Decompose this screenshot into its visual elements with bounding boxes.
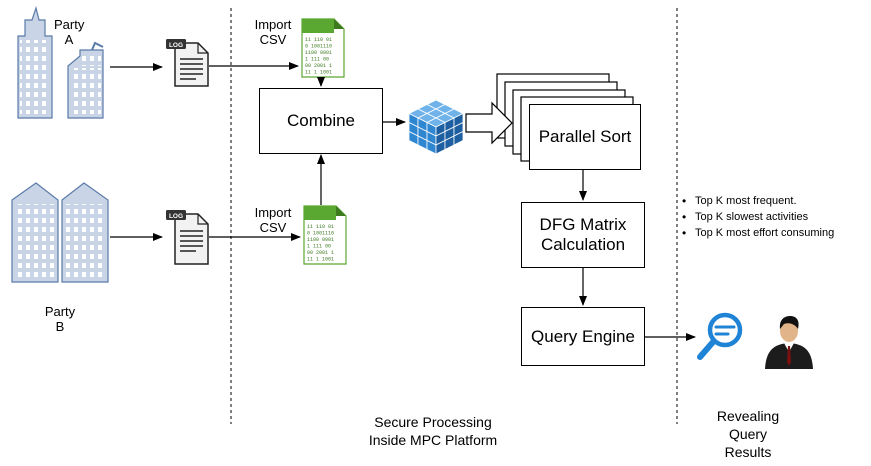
import-csv-b-label: Import CSV — [250, 205, 296, 235]
csv-file-a-icon — [301, 18, 345, 78]
csv-digit-row: 0 1001110 — [305, 44, 332, 50]
secure-processing-label: Secure Processing Inside MPC Platform — [353, 413, 513, 449]
combine-box: Combine — [259, 88, 383, 154]
party-a-line2: A — [64, 32, 74, 47]
combine-label: Combine — [286, 111, 356, 130]
query-item: Top K slowest activities — [681, 209, 834, 225]
csv-file-b-icon — [303, 205, 347, 265]
revealing-line3: Results — [724, 444, 772, 460]
business-person-avatar-icon — [765, 316, 813, 369]
import-csv-a-line2: CSV — [259, 32, 287, 47]
query-engine-label: Query Engine — [531, 326, 635, 346]
log-document-b-icon — [166, 210, 209, 265]
hollow-arrow — [465, 101, 513, 145]
revealing-results-label: Revealing Query Results — [708, 407, 788, 461]
dfg-matrix-box: DFG Matrix Calculation — [521, 202, 645, 268]
dfg-line1: DFG Matrix — [539, 215, 627, 234]
parallel-sort-box: Parallel Sort — [529, 104, 641, 170]
csv-digit-row: 11 1 1001 — [305, 70, 332, 76]
secure-line2: Inside MPC Platform — [368, 432, 498, 448]
magnifier-icon — [697, 312, 743, 360]
log-document-a-icon — [166, 39, 209, 87]
import-csv-a-line1: Import — [254, 17, 292, 32]
party-b-building-icon — [11, 182, 109, 283]
csv-digit-row: 11 110 01 — [307, 224, 334, 230]
csv-digit-row: 1100 0001 — [305, 50, 332, 56]
csv-digit-row: 00 2001 1 — [305, 63, 332, 69]
revealing-line2: Query — [728, 426, 768, 442]
party-a-building-icon — [17, 5, 104, 119]
csv-digit-row: 0 1001110 — [307, 231, 334, 237]
party-a-line1: Party — [54, 17, 85, 32]
csv-digit-row: 1 111 00 — [307, 244, 331, 250]
import-csv-b-line2: CSV — [259, 220, 287, 235]
query-item: Top K most effort consuming — [681, 225, 834, 241]
query-engine-box: Query Engine — [521, 307, 645, 366]
log-badge-a: LOG — [169, 42, 183, 49]
data-cube-icon — [408, 99, 464, 155]
csv-digit-row: 11 110 01 — [305, 37, 332, 43]
party-b-line1: Party — [44, 304, 76, 319]
csv-digit-row: 1100 0001 — [307, 237, 334, 243]
query-list: Top K most frequent. Top K slowest activ… — [681, 193, 834, 241]
csv-digit-row: 1 111 00 — [305, 57, 329, 63]
import-csv-a-label: Import CSV — [250, 17, 296, 47]
cube-right-cell — [453, 130, 464, 146]
csv-digit-row: 11 1 1001 — [307, 257, 334, 263]
import-csv-b-line1: Import — [254, 205, 292, 220]
party-b-line2: B — [55, 319, 65, 334]
query-item: Top K most frequent. — [681, 193, 834, 209]
dfg-line2: Calculation — [540, 235, 626, 254]
secure-line1: Secure Processing — [374, 414, 492, 430]
revealing-line1: Revealing — [716, 408, 780, 424]
csv-digit-row: 00 2001 1 — [307, 250, 334, 256]
parallel-sort-label: Parallel Sort — [538, 127, 632, 146]
party-a-label: Party A — [54, 17, 84, 47]
party-b-label: Party B — [43, 304, 77, 334]
log-badge-b: LOG — [169, 213, 183, 220]
